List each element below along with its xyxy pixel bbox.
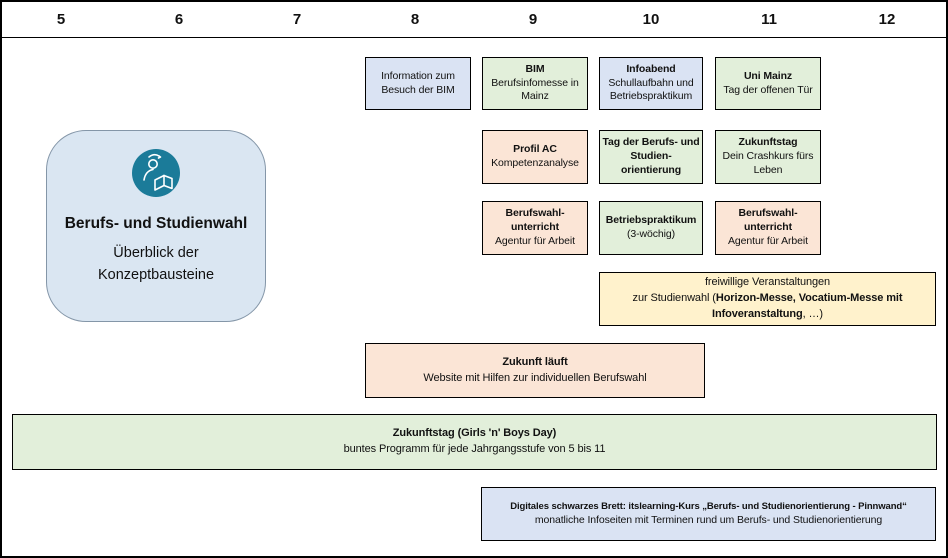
event-box-information-bim: Information zum Besuch der BIM (365, 57, 471, 110)
event-text: buntes Programm für jede Jahrgangsstufe … (343, 443, 606, 455)
event-text: Berufsinfomesse in Mainz (491, 76, 579, 103)
event-box-freiwillige-veranstaltungen: freiwillige Veranstaltungen zur Studienw… (599, 272, 936, 326)
event-title: Betriebspraktikum (605, 214, 697, 227)
event-title: Zukunftstag (Girls 'n' Boys Day) (392, 427, 557, 440)
event-title: Zukunft läuft (502, 355, 568, 368)
grade-column-11: 11 (761, 11, 777, 28)
concept-subtitle: Überblick der Konzeptbausteine (97, 245, 215, 283)
grade-column-10: 10 (642, 11, 660, 28)
event-text: Agentur für Arbeit (495, 234, 575, 247)
event-text: (3-wöchig) (626, 228, 675, 240)
concept-title: Berufs- und Studienwahl (64, 215, 248, 232)
event-box-zukunftstag-crashkurs: Zukunftstag Dein Crashkurs fürs Leben (715, 130, 821, 184)
event-box-zukunft-laeuft: Zukunft läuft Website mit Hilfen zur ind… (365, 343, 705, 398)
event-title: Uni Mainz (743, 69, 793, 82)
event-title: Infoabend (626, 62, 676, 75)
event-text-line2: zur Studienwahl (Horizon-Messe, Vocatium… (632, 292, 903, 320)
event-text: Kompetenzanalyse (491, 157, 579, 169)
event-box-tag-der-berufsorientierung: Tag der Berufs- und Studien-orientierung (599, 130, 703, 184)
event-box-infoabend: Infoabend Schullaufbahn und Betriebsprak… (599, 57, 703, 110)
event-text: Information zum Besuch der BIM (381, 69, 455, 96)
grade-column-8: 8 (410, 11, 420, 28)
event-text-line1: freiwillige Veranstaltungen (704, 276, 831, 289)
event-box-berufswahlunterricht-9: Berufswahl-unterricht Agentur für Arbeit (482, 201, 588, 255)
event-title: Profil AC (513, 143, 557, 156)
event-box-uni-mainz: Uni Mainz Tag der offenen Tür (715, 57, 821, 110)
concept-overview-box: Berufs- und Studienwahl Überblick der Ko… (46, 130, 266, 322)
event-box-betriebspraktikum: Betriebspraktikum (3-wöchig) (599, 201, 703, 255)
grade-column-9: 9 (528, 11, 538, 28)
grade-header-row: 5 6 7 8 9 10 11 12 (2, 2, 946, 38)
grade-column-12: 12 (878, 11, 896, 28)
event-title: Zukunftstag (738, 136, 798, 149)
grade-column-5: 5 (56, 11, 66, 28)
event-box-girls-boys-day: Zukunftstag (Girls 'n' Boys Day) buntes … (12, 414, 937, 470)
event-box-digitales-schwarzes-brett: Digitales schwarzes Brett: itslearning-K… (481, 487, 936, 541)
student-reading-icon (132, 149, 180, 197)
event-text: Tag der offenen Tür (723, 83, 813, 96)
event-title: Berufswahl-unterricht (505, 207, 565, 234)
grade-column-6: 6 (174, 11, 184, 28)
event-text: monatliche Infoseiten mit Terminen rund … (534, 514, 883, 527)
event-title: Tag der Berufs- und Studien-orientierung (602, 136, 700, 176)
event-text: Schullaufbahn und Betriebspraktikum (608, 76, 694, 103)
event-title: BIM (525, 62, 545, 75)
event-box-profil-ac: Profil AC Kompetenzanalyse (482, 130, 588, 184)
event-box-berufswahlunterricht-11: Berufswahl-unterricht Agentur für Arbeit (715, 201, 821, 255)
event-text: Agentur für Arbeit (728, 234, 808, 247)
event-box-bim: BIM Berufsinfomesse in Mainz (482, 57, 588, 110)
event-text: Dein Crashkurs fürs Leben (722, 150, 814, 176)
grade-column-7: 7 (292, 11, 302, 28)
event-title: Berufswahl-unterricht (738, 207, 798, 234)
event-text: Website mit Hilfen zur individuellen Ber… (423, 371, 647, 384)
event-title: Digitales schwarzes Brett: itslearning-K… (510, 500, 907, 512)
